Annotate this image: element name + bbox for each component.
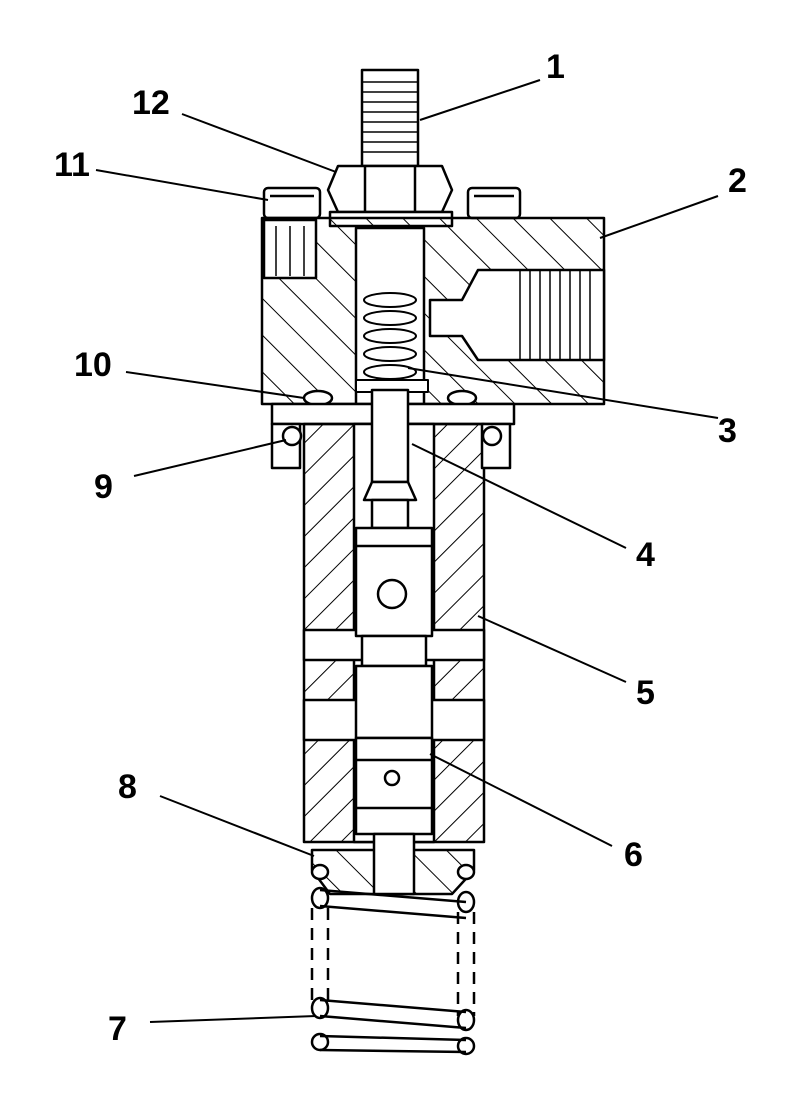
callout-12: 12 — [132, 84, 170, 122]
bottom-cap — [310, 832, 476, 896]
spool — [354, 526, 434, 836]
callout-5: 5 — [636, 674, 655, 712]
callout-4: 4 — [636, 536, 655, 574]
threaded-stud — [360, 68, 420, 168]
callout-7: 7 — [108, 1010, 127, 1048]
callout-6: 6 — [624, 836, 643, 874]
callout-11: 11 — [54, 146, 90, 184]
plunger-pin — [362, 388, 418, 530]
set-screws — [270, 422, 512, 470]
callout-9: 9 — [94, 468, 113, 506]
callout-1: 1 — [546, 48, 565, 86]
callout-3: 3 — [718, 412, 737, 450]
leader-lines — [95, 79, 719, 1023]
callout-10: 10 — [74, 346, 112, 384]
upper-valve-body — [260, 216, 606, 406]
return-spring — [310, 886, 476, 1056]
callout-8: 8 — [118, 768, 137, 806]
callout-2: 2 — [728, 162, 747, 200]
